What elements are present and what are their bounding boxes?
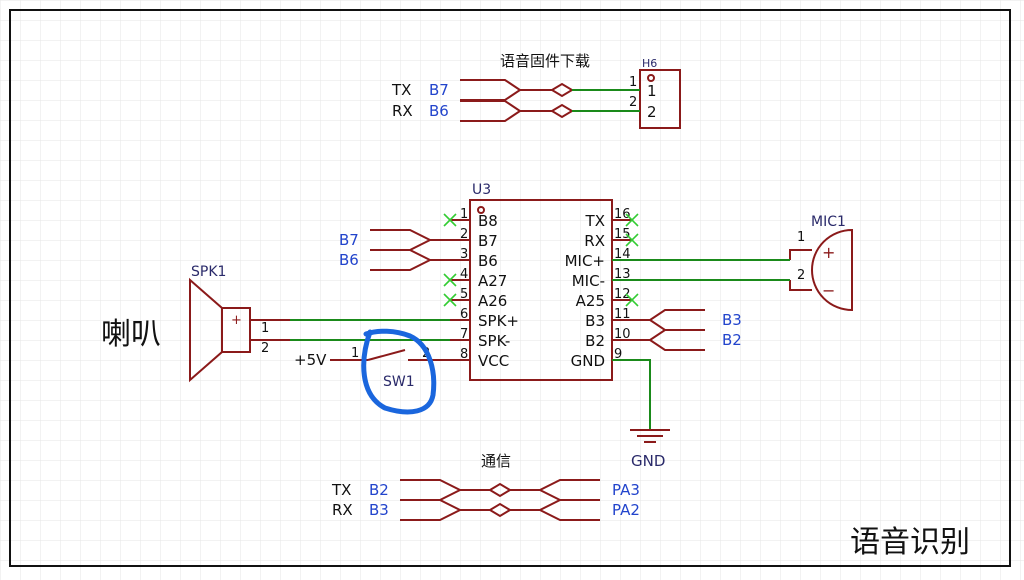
comm-right-net-pa2: PA2 — [612, 501, 640, 519]
fw-tx-net: B7 — [429, 81, 449, 99]
comm-rx-label: RX — [332, 501, 353, 519]
u3-pin-number: 13 — [614, 267, 631, 282]
u3-pin-number: 5 — [460, 287, 468, 302]
comm-title: 通信 — [481, 452, 511, 470]
sw1-pin1: 1 — [351, 346, 359, 361]
u3-pin-name: SPK- — [478, 332, 510, 350]
sw1-ref: SW1 — [383, 374, 415, 390]
u3-pin1-marker — [477, 206, 485, 214]
microphone[interactable]: MIC1 + − 1 2 — [789, 214, 853, 312]
u3-pin-number: 3 — [460, 247, 468, 262]
u3-pin-number: 8 — [460, 347, 468, 362]
u3-pin-number: 16 — [614, 207, 631, 222]
u3-pin-name: A25 — [576, 292, 605, 310]
comm-rx-net: B3 — [369, 501, 389, 519]
sheet-border — [9, 9, 1011, 567]
mic-pin1: 1 — [797, 230, 805, 245]
u3-pin-name: MIC+ — [565, 252, 605, 270]
u3-left-net-b7: B7 — [339, 231, 359, 249]
u3-pin-name: A27 — [478, 272, 507, 290]
u3-pin-number: 14 — [614, 247, 631, 262]
fw-rx-net: B6 — [429, 102, 449, 120]
speaker-label: 喇叭 — [101, 317, 161, 352]
supply-5v: +5V — [294, 351, 327, 369]
u3-pin-name: VCC — [478, 352, 509, 370]
u3-chip: U3 1 B8 2 B7 3 B6 4 A27 5 A26 6 SPK+ 7 SPK- 8 VCC 16 TX 15… — [430, 182, 650, 381]
mic-minus: − — [822, 281, 835, 300]
firmware-title: 语音固件下载 — [500, 52, 590, 70]
u3-left-ports: B7 B6 — [339, 229, 470, 271]
speaker-pin1: 1 — [261, 321, 269, 336]
h6-pin1-number: 1 — [629, 75, 637, 90]
u3-pin-number: 7 — [460, 327, 468, 342]
u3-pin-group: 1 B8 2 B7 3 B6 4 A27 5 A26 6 SPK+ 7 SPK- 8 VCC 16 TX 15 RX 1… — [430, 207, 650, 370]
u3-right-ports: B3 B2 — [648, 309, 742, 351]
u3-pin-number: 15 — [614, 227, 631, 242]
u3-body[interactable] — [469, 199, 613, 381]
u3-pin-name: MIC- — [572, 272, 605, 290]
u3-pin-name: B2 — [585, 332, 605, 350]
mic-ref: MIC1 — [811, 214, 846, 230]
fw-tx-label: TX — [391, 81, 411, 99]
firmware-header-section: 语音固件下载 H6 1 2 1 2 TX B7 RX B6 — [391, 52, 681, 129]
h6-pin1-label: 1 — [647, 82, 657, 100]
speaker-pin2: 2 — [261, 341, 269, 356]
u3-pin-number: 12 — [614, 287, 631, 302]
u3-pin-name: B3 — [585, 312, 605, 330]
u3-pin-number: 1 — [460, 207, 468, 222]
u3-pin-name: B8 — [478, 212, 498, 230]
u3-pin-number: 6 — [460, 307, 468, 322]
u3-right-net-b3: B3 — [722, 311, 742, 329]
u3-pin-number: 2 — [460, 227, 468, 242]
gnd-label: GND — [631, 452, 665, 470]
u3-pin-name: SPK+ — [478, 312, 519, 330]
ground-symbol: GND — [612, 359, 670, 470]
u3-ref: U3 — [472, 182, 491, 198]
comm-section: 通信 TX B2 RX B3 PA3 PA2 — [331, 452, 640, 521]
h6-pin2-number: 2 — [629, 95, 637, 110]
speaker-plus: + — [231, 313, 242, 328]
mic-pin2: 2 — [797, 268, 805, 283]
u3-right-net-b2: B2 — [722, 331, 742, 349]
h6-ref: H6 — [642, 57, 657, 70]
drawing-title: 语音识别 — [850, 525, 970, 560]
u3-pin-name: B6 — [478, 252, 498, 270]
highlight-scribble — [361, 328, 437, 415]
h6-pin2-label: 2 — [647, 103, 657, 121]
comm-tx-label: TX — [331, 481, 351, 499]
speaker[interactable]: SPK1 喇叭 + 1 2 — [101, 264, 290, 383]
h6-pin1-marker — [647, 74, 655, 82]
u3-left-net-b6: B6 — [339, 251, 359, 269]
mic-body — [811, 228, 853, 312]
comm-tx-net: B2 — [369, 481, 389, 499]
mic-plus: + — [822, 243, 835, 262]
fw-rx-label: RX — [392, 102, 413, 120]
u3-pin-name: A26 — [478, 292, 507, 310]
u3-pin-name: GND — [571, 352, 605, 370]
speaker-magnet — [221, 307, 251, 353]
u3-pin-number: 4 — [460, 267, 468, 282]
u3-pin-name: RX — [584, 232, 605, 250]
h6-body[interactable] — [639, 69, 681, 129]
u3-pin-name: TX — [585, 212, 605, 230]
u3-pin-number: 9 — [614, 347, 622, 362]
speaker-ref: SPK1 — [191, 264, 226, 280]
u3-pin-number: 10 — [614, 327, 631, 342]
u3-pin-name: B7 — [478, 232, 498, 250]
u3-pin-number: 11 — [614, 307, 631, 322]
comm-right-net-pa3: PA3 — [612, 481, 640, 499]
